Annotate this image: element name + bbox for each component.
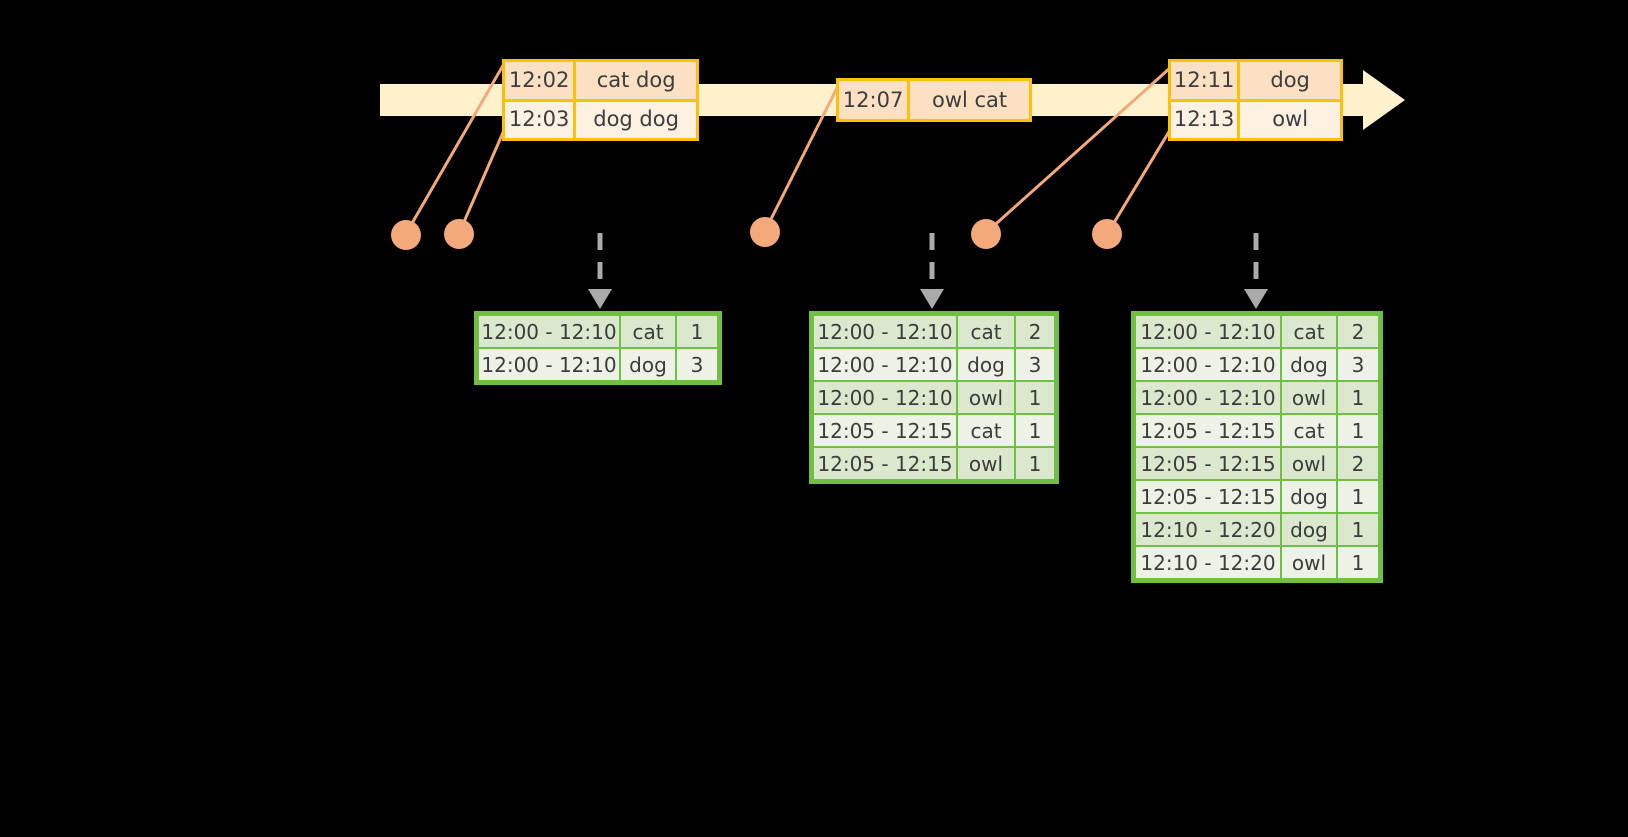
table-cell-word: dog <box>1281 480 1337 513</box>
table-cell-count: 1 <box>1337 381 1379 414</box>
table-cell-count: 2 <box>1337 447 1379 480</box>
table-cell-range: 12:00 - 12:10 <box>1135 381 1281 414</box>
table-cell-range: 12:05 - 12:15 <box>1135 447 1281 480</box>
event-row: 12:11 dog <box>1171 62 1340 99</box>
table-cell-range: 12:10 - 12:20 <box>1135 546 1281 579</box>
event-group-b[interactable]: 12:07 owl cat <box>836 78 1032 122</box>
table-cell-count: 1 <box>1015 414 1055 447</box>
table-cell-range: 12:00 - 12:10 <box>813 381 957 414</box>
event-time: 12:11 <box>1171 62 1241 99</box>
table-cell-range: 12:05 - 12:15 <box>813 414 957 447</box>
table-cell-count: 2 <box>1337 315 1379 348</box>
table-cell-range: 12:00 - 12:10 <box>478 348 620 381</box>
event-words: cat dog <box>596 67 676 92</box>
table-cell-range: 12:05 - 12:15 <box>813 447 957 480</box>
event-dots <box>391 217 1122 250</box>
event-dot-1213 <box>1092 219 1122 249</box>
event-row: 12:02 cat dog <box>505 62 696 99</box>
event-group-c[interactable]: 12:11 dog 12:13 owl <box>1168 59 1343 141</box>
event-words: owl cat <box>931 87 1008 112</box>
flow-arrows <box>597 233 1259 292</box>
table-cell-range: 12:10 - 12:20 <box>1135 513 1281 546</box>
table-cell-count: 1 <box>1015 381 1055 414</box>
event-time: 12:03 <box>505 101 577 138</box>
table-cell-word: owl <box>1281 381 1337 414</box>
table-cell-word: owl <box>1281 546 1337 579</box>
event-row: 12:03 dog dog <box>505 98 696 138</box>
event-words: dog dog <box>593 107 679 132</box>
table-cell-word: dog <box>1281 513 1337 546</box>
table-cell-range: 12:05 - 12:15 <box>1135 480 1281 513</box>
table-cell-word: dog <box>1281 348 1337 381</box>
table-cell-count: 1 <box>1337 546 1379 579</box>
flow-arrowhead-3 <box>1244 289 1268 309</box>
event-dot-1203 <box>444 219 474 249</box>
event-dot-1202 <box>391 220 421 250</box>
timeline-arrow-icon <box>1363 70 1405 130</box>
table-cell-word: cat <box>1281 315 1337 348</box>
table-cell-word: cat <box>957 414 1015 447</box>
event-words: dog <box>1270 67 1310 92</box>
table-cell-range: 12:00 - 12:10 <box>1135 348 1281 381</box>
connector-line-1213 <box>1107 129 1172 232</box>
flow-arrowhead-2 <box>920 289 944 309</box>
event-time: 12:13 <box>1171 101 1241 138</box>
table-cell-count: 1 <box>676 315 718 348</box>
event-row: 12:13 owl <box>1171 98 1340 138</box>
table-cell-word: dog <box>957 348 1015 381</box>
event-time: 12:02 <box>505 62 577 99</box>
table-cell-word: owl <box>1281 447 1337 480</box>
event-time: 12:07 <box>839 81 911 119</box>
table-cell-range: 12:00 - 12:10 <box>813 348 957 381</box>
table-cell-count: 3 <box>1015 348 1055 381</box>
event-group-a[interactable]: 12:02 cat dog 12:03 dog dog <box>502 59 699 141</box>
table-cell-word: cat <box>620 315 676 348</box>
event-row: 12:07 owl cat <box>839 81 1029 119</box>
flow-arrowheads <box>588 289 1268 309</box>
table-cell-count: 1 <box>1337 480 1379 513</box>
event-dot-1211 <box>971 219 1001 249</box>
table-cell-count: 1 <box>1337 513 1379 546</box>
table-cell-word: cat <box>957 315 1015 348</box>
event-words: owl <box>1272 107 1309 132</box>
table-cell-count: 1 <box>1337 414 1379 447</box>
flow-arrowhead-1 <box>588 289 612 309</box>
table-cell-range: 12:05 - 12:15 <box>1135 414 1281 447</box>
table-cell-word: owl <box>957 381 1015 414</box>
table-cell-word: cat <box>1281 414 1337 447</box>
table-cell-count: 1 <box>1015 447 1055 480</box>
table-cell-word: owl <box>957 447 1015 480</box>
table-cell-word: dog <box>620 348 676 381</box>
event-dot-1207 <box>750 217 780 247</box>
table-cell-range: 12:00 - 12:10 <box>478 315 620 348</box>
table-cell-range: 12:00 - 12:10 <box>1135 315 1281 348</box>
table-cell-count: 3 <box>1337 348 1379 381</box>
table-cell-count: 2 <box>1015 315 1055 348</box>
connector-line-1203 <box>458 127 507 232</box>
table-cell-count: 3 <box>676 348 718 381</box>
table-cell-range: 12:00 - 12:10 <box>813 315 957 348</box>
